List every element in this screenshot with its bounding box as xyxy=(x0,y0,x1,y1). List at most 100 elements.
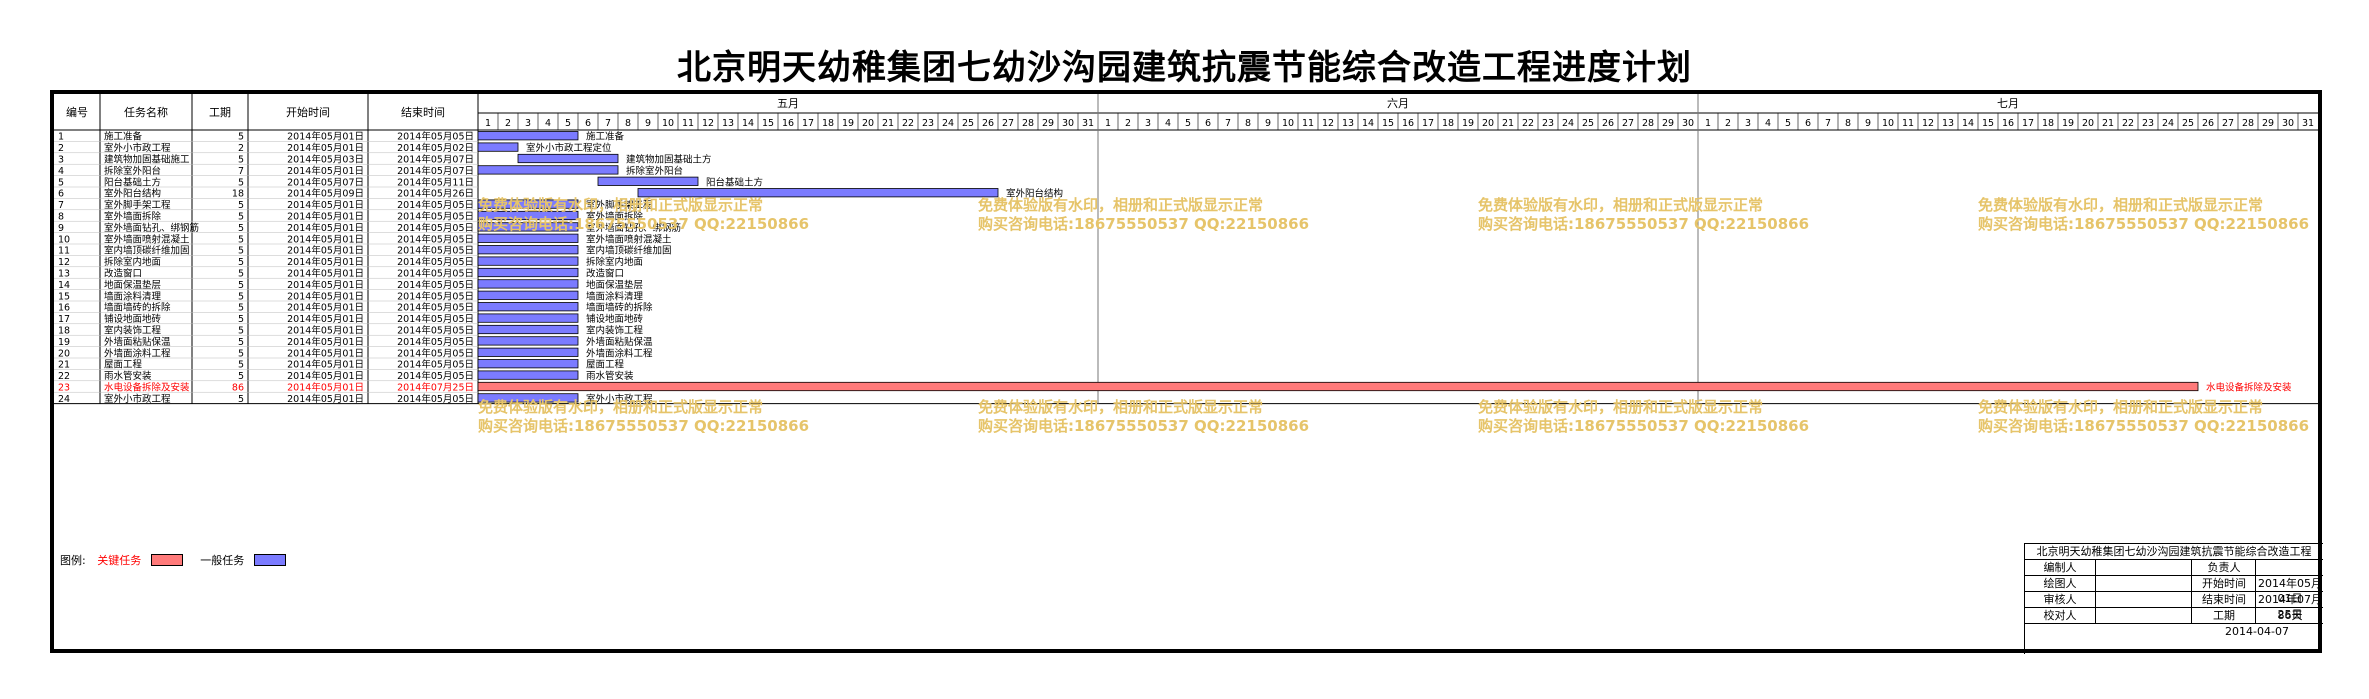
day-label: 14 xyxy=(742,118,754,129)
watermark-line: 购买咨询电话:18675550537 QQ:22150866 xyxy=(1978,417,2310,435)
task-duration: 5 xyxy=(238,200,244,211)
day-label: 22 xyxy=(1522,118,1534,129)
task-name: 室外墙面喷射混凝土 xyxy=(104,233,190,245)
day-label: 2 xyxy=(505,118,511,129)
task-id: 4 xyxy=(58,166,64,177)
watermark-text: 免费体验版有水印，相册和正式版显示正常购买咨询电话:18675550537 QQ… xyxy=(1978,398,2309,436)
day-label: 21 xyxy=(1502,118,1514,129)
gantt-bar xyxy=(477,370,579,380)
day-label: 11 xyxy=(682,118,694,129)
day-label: 26 xyxy=(1602,118,1614,129)
task-duration: 5 xyxy=(238,326,244,337)
info-date: 2014-04-07 xyxy=(2225,625,2289,638)
day-label: 9 xyxy=(1265,118,1271,129)
bar-label: 墙面墙砖的拆除 xyxy=(586,302,653,314)
bar-label: 改造窗口 xyxy=(586,268,624,280)
day-label: 29 xyxy=(2262,118,2274,129)
task-id: 2 xyxy=(58,143,64,154)
task-duration: 5 xyxy=(238,280,244,291)
day-label: 31 xyxy=(2302,118,2314,129)
task-end: 2014年05月05日 xyxy=(397,256,474,268)
task-id: 20 xyxy=(58,348,70,359)
day-label: 4 xyxy=(545,118,551,129)
task-start: 2014年05月03日 xyxy=(287,154,364,166)
watermark-line: 购买咨询电话:18675550537 QQ:22150866 xyxy=(1478,215,1810,233)
day-label: 1 xyxy=(1105,118,1111,129)
day-label: 3 xyxy=(525,118,531,129)
task-start: 2014年05月01日 xyxy=(287,142,364,154)
gantt-bar xyxy=(477,359,579,369)
task-id: 12 xyxy=(58,257,70,268)
task-start: 2014年05月01日 xyxy=(287,211,364,223)
day-label: 13 xyxy=(1342,118,1354,129)
day-label: 16 xyxy=(782,118,794,129)
task-name: 室外阳台结构 xyxy=(104,188,161,200)
info-label: 结束时间 xyxy=(2191,592,2256,607)
day-label: 17 xyxy=(2022,118,2034,129)
task-start: 2014年05月01日 xyxy=(287,268,364,280)
day-label: 1 xyxy=(1705,118,1711,129)
bar-label: 外墙面涂料工程 xyxy=(586,347,653,359)
gantt-bar xyxy=(477,279,579,289)
task-duration: 5 xyxy=(238,177,244,188)
day-label: 23 xyxy=(922,118,934,129)
task-id: 21 xyxy=(58,360,70,371)
gantt-bar xyxy=(637,188,999,198)
legend-critical-label: 关键任务 xyxy=(97,554,142,567)
month-label: 六月 xyxy=(1387,97,1409,110)
bar-label: 地面保温垫层 xyxy=(586,279,643,291)
day-label: 10 xyxy=(1282,118,1294,129)
bar-label: 室外墙面喷射混凝土 xyxy=(586,233,672,245)
task-id: 24 xyxy=(58,394,70,405)
task-end: 2014年05月05日 xyxy=(397,313,474,325)
info-value xyxy=(2255,560,2324,575)
bar-label: 外墙面粘贴保温 xyxy=(586,336,653,348)
task-duration: 5 xyxy=(238,246,244,257)
gantt-bar xyxy=(477,131,579,141)
day-label: 23 xyxy=(2142,118,2154,129)
day-label: 24 xyxy=(942,118,954,129)
task-name: 墙面墙砖的拆除 xyxy=(104,302,171,314)
task-duration: 86 xyxy=(232,383,244,394)
gantt-bar xyxy=(477,267,579,278)
task-id: 9 xyxy=(58,223,64,234)
task-start: 2014年05月01日 xyxy=(287,336,364,348)
day-label: 8 xyxy=(625,118,631,129)
bar-label: 室内墙顶碳纤维加固 xyxy=(586,245,672,257)
bar-label: 雨水管安装 xyxy=(586,370,634,382)
day-label: 22 xyxy=(902,118,914,129)
task-start: 2014年05月01日 xyxy=(287,256,364,268)
info-value: 86天 xyxy=(2255,608,2324,623)
task-duration: 5 xyxy=(238,314,244,325)
day-label: 18 xyxy=(822,118,834,129)
task-name: 室外脚手架工程 xyxy=(104,199,171,211)
task-start: 2014年05月01日 xyxy=(287,233,364,245)
day-label: 21 xyxy=(2102,118,2114,129)
day-label: 17 xyxy=(1422,118,1434,129)
task-end: 2014年05月05日 xyxy=(397,290,474,302)
watermark-line: 免费体验版有水印，相册和正式版显示正常 xyxy=(978,398,1264,416)
day-label: 14 xyxy=(1962,118,1974,129)
day-label: 17 xyxy=(802,118,814,129)
column-header: 工期 xyxy=(209,106,231,119)
day-label: 24 xyxy=(2162,118,2174,129)
task-id: 13 xyxy=(58,269,70,280)
gantt-bar xyxy=(477,290,579,300)
column-header: 开始时间 xyxy=(286,105,330,119)
info-label: 负责人 xyxy=(2191,560,2256,575)
day-label: 13 xyxy=(722,118,734,129)
task-name: 墙面涂料清理 xyxy=(104,290,162,302)
task-name: 地面保温垫层 xyxy=(104,279,161,291)
day-label: 16 xyxy=(2002,118,2014,129)
task-name: 拆除室内地面 xyxy=(104,256,161,268)
gantt-bar xyxy=(597,176,699,186)
task-id: 16 xyxy=(58,303,70,314)
day-label: 31 xyxy=(1082,118,1094,129)
task-name: 屋面工程 xyxy=(104,360,143,371)
task-name: 室内装饰工程 xyxy=(104,325,162,337)
day-label: 2 xyxy=(1125,118,1131,129)
day-label: 28 xyxy=(1022,118,1034,129)
day-label: 3 xyxy=(1745,118,1751,129)
day-label: 30 xyxy=(2282,118,2294,129)
task-name: 外墙面涂料工程 xyxy=(104,347,171,359)
